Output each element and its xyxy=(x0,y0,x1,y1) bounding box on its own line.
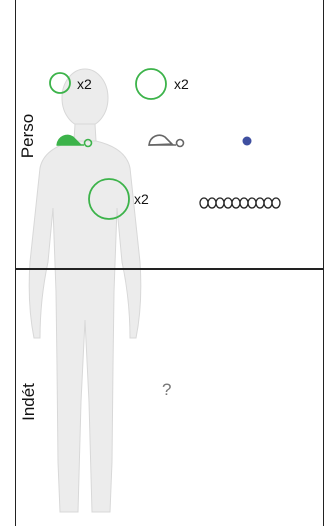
chain-icon xyxy=(200,198,280,208)
small-circle-multiplier: x2 xyxy=(77,76,92,92)
large-circle-multiplier: x2 xyxy=(134,191,149,207)
medium-circle-multiplier: x2 xyxy=(174,76,189,92)
small-circle-icon xyxy=(50,73,70,93)
unknown-marker: ? xyxy=(162,380,171,400)
green-animal-icon xyxy=(57,135,92,146)
gray-animal-icon xyxy=(149,135,184,146)
medium-circle-icon xyxy=(136,69,166,99)
large-circle-icon xyxy=(89,179,129,219)
blue-dot-icon xyxy=(243,137,252,146)
